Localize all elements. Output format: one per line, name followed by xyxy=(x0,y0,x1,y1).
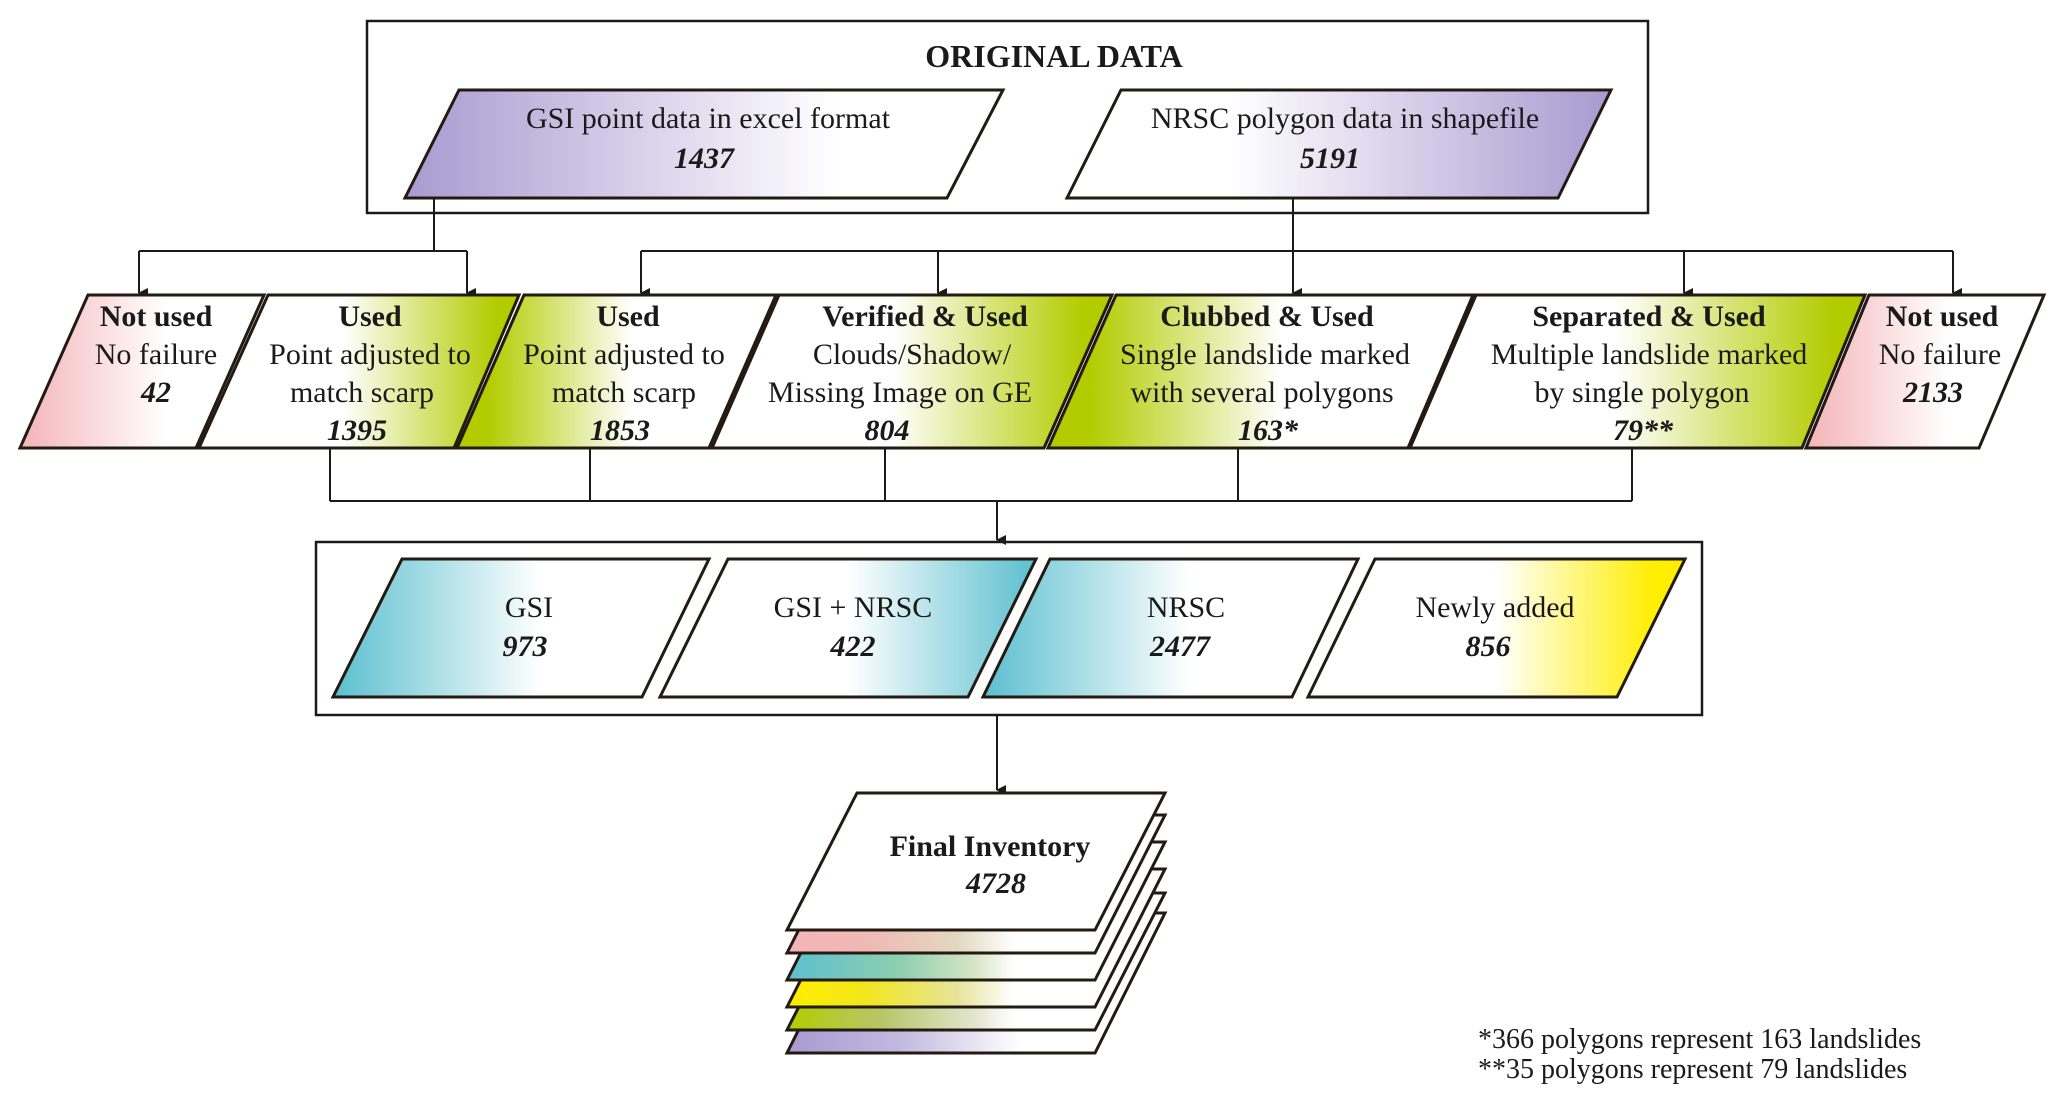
class-line: Point adjusted to xyxy=(269,338,471,371)
class-shape xyxy=(454,293,779,450)
merged-gsi: GSI 973 xyxy=(330,557,712,699)
merged-shape xyxy=(980,557,1361,699)
class-line: Point adjusted to xyxy=(523,338,725,371)
merge-connectors xyxy=(329,448,1633,545)
merged-shape xyxy=(657,557,1039,699)
footnote-separated: **35 polygons represent 79 landslides xyxy=(1478,1054,1907,1085)
footnote-clubbed: *366 polygons represent 163 landslides xyxy=(1478,1024,1921,1055)
class-line: match scarp xyxy=(552,376,696,409)
class-shape xyxy=(709,293,1115,450)
final-inventory-count: 4728 xyxy=(965,867,1026,900)
merged-label: GSI + NRSC xyxy=(774,591,933,624)
merged-shape xyxy=(330,557,712,699)
merged-section: GSI 973 GSI + NRSC 422 NRSC 2477 Newly a… xyxy=(314,540,1704,717)
class-count: 2133 xyxy=(1902,376,1963,409)
class-count: 79** xyxy=(1613,414,1674,447)
source-gsi-label: GSI point data in excel format xyxy=(526,102,891,135)
nrsc-split-line xyxy=(641,198,1953,252)
class-shape xyxy=(1045,293,1476,450)
class-heading: Not used xyxy=(1886,300,1999,333)
source-nrsc: NRSC polygon data in shapefile 5191 xyxy=(1064,88,1614,200)
original-data-frame xyxy=(365,19,1650,215)
class-nrsc-verified: Verified & Used Clouds/Shadow/ Missing I… xyxy=(709,293,1115,450)
merged-shape xyxy=(1305,557,1688,699)
source-nrsc-shape xyxy=(1064,88,1614,200)
merged-label: GSI xyxy=(505,591,553,624)
class-count: 1395 xyxy=(327,414,387,447)
class-heading: Verified & Used xyxy=(822,300,1028,333)
class-count: 1853 xyxy=(590,414,650,447)
source-gsi: GSI point data in excel format 1437 xyxy=(402,88,1006,200)
final-inventory-label: Final Inventory xyxy=(890,830,1091,863)
class-count: 804 xyxy=(865,414,910,447)
class-line: Missing Image on GE xyxy=(768,376,1032,409)
final-inventory-stack: Final Inventory 4728 xyxy=(784,791,1168,1055)
merged-count: 2477 xyxy=(1149,630,1211,663)
class-nrsc-clubbed: Clubbed & Used Single landslide marked w… xyxy=(1045,293,1476,450)
merged-count: 422 xyxy=(830,630,876,663)
source-nrsc-count: 5191 xyxy=(1300,142,1360,175)
class-line: by single polygon xyxy=(1535,376,1750,409)
source-nrsc-label: NRSC polygon data in shapefile xyxy=(1151,102,1539,135)
class-shape xyxy=(196,293,522,450)
class-shape xyxy=(17,293,267,450)
merged-frame xyxy=(314,540,1704,717)
class-nrsc-used: Used Point adjusted to match scarp 1853 xyxy=(454,293,779,450)
merged-gsi-nrsc: GSI + NRSC 422 xyxy=(657,557,1039,699)
classification-row: Not used No failure 42 Used Point adjust… xyxy=(17,293,2047,450)
class-line: match scarp xyxy=(290,376,434,409)
original-data-section: ORIGINAL DATA GSI point data in excel fo… xyxy=(365,19,1650,215)
final-inventory-sheet xyxy=(784,791,1168,932)
class-heading: Clubbed & Used xyxy=(1160,300,1374,333)
split-connectors xyxy=(138,198,1962,298)
class-gsi-not-used: Not used No failure 42 xyxy=(17,293,267,450)
class-line: No failure xyxy=(1879,338,2001,371)
original-data-title: ORIGINAL DATA xyxy=(925,38,1183,74)
class-nrsc-separated: Separated & Used Multiple landslide mark… xyxy=(1407,293,1868,450)
class-gsi-used: Used Point adjusted to match scarp 1395 xyxy=(196,293,522,450)
class-line: No failure xyxy=(95,338,217,371)
merged-count: 973 xyxy=(503,630,548,663)
class-line: Multiple landslide marked xyxy=(1491,338,1808,371)
merged-label: Newly added xyxy=(1415,591,1574,624)
merge-line xyxy=(329,448,1633,502)
class-heading: Not used xyxy=(100,300,213,333)
class-nrsc-not-used: Not used No failure 2133 xyxy=(1803,293,2047,450)
merged-nrsc: NRSC 2477 xyxy=(980,557,1361,699)
class-heading: Used xyxy=(338,300,402,333)
source-gsi-shape xyxy=(402,88,1006,200)
class-shape xyxy=(1803,293,2047,450)
class-line: Clouds/Shadow/ xyxy=(813,338,1012,371)
source-gsi-count: 1437 xyxy=(674,142,735,175)
class-line: Single landslide marked xyxy=(1120,338,1410,371)
gsi-split-line xyxy=(139,198,467,252)
class-heading: Separated & Used xyxy=(1532,300,1766,333)
class-count: 163* xyxy=(1238,414,1299,447)
merged-newly-added: Newly added 856 xyxy=(1305,557,1688,699)
class-shape xyxy=(1407,293,1868,450)
class-line: with several polygons xyxy=(1130,376,1393,409)
merged-count: 856 xyxy=(1466,630,1511,663)
class-count: 42 xyxy=(140,376,171,409)
footnotes: *366 polygons represent 163 landslides *… xyxy=(1478,1024,1921,1085)
merged-label: NRSC xyxy=(1147,591,1225,624)
class-heading: Used xyxy=(596,300,660,333)
